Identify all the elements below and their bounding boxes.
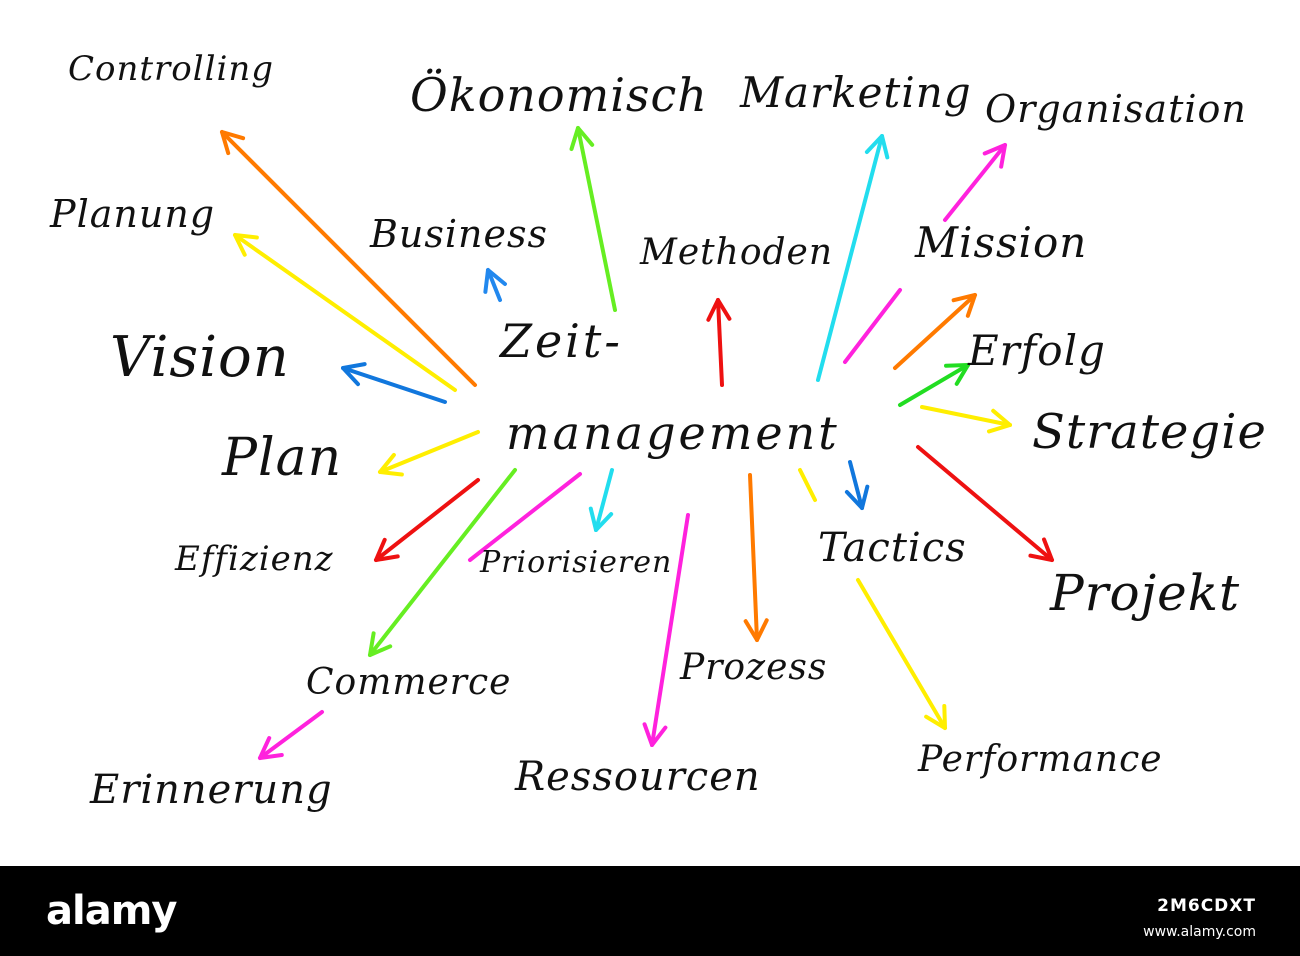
term-methoden: Methoden — [640, 232, 834, 273]
arrow-methoden — [716, 298, 724, 387]
arrows-layer — [220, 126, 1054, 760]
term-prozess: Prozess — [680, 647, 828, 688]
arrow-strategie — [920, 405, 1012, 427]
arrow-business — [486, 268, 502, 302]
term-mission: Mission — [915, 218, 1088, 267]
arrow-performance-head — [924, 704, 947, 730]
arrow-projekt — [916, 445, 1054, 562]
stroke-extra-0 — [798, 468, 817, 502]
term-strategie: Strategie — [1032, 404, 1267, 460]
arrow-mission — [893, 293, 977, 370]
arrow-tactics-head — [844, 484, 870, 510]
arrow-erfolg — [898, 363, 970, 407]
arrow-marketing — [816, 134, 884, 382]
arrow-commerce-head — [368, 631, 393, 657]
arrow-performance — [856, 578, 947, 730]
term-priorisieren: Priorisieren — [480, 545, 673, 580]
term-organisation: Organisation — [985, 87, 1247, 131]
term-effizienz: Effizienz — [175, 539, 334, 579]
term-business: Business — [370, 212, 549, 256]
arrow-prozess — [748, 473, 759, 642]
arrow-tactics — [848, 460, 864, 510]
arrow-erinnerung — [258, 710, 324, 760]
arrow-planung — [233, 233, 457, 392]
term-tactics: Tactics — [818, 525, 967, 571]
arrow-oekonomisch-head — [569, 126, 595, 152]
term-planung: Planung — [50, 192, 216, 236]
watermark-brand: alamy — [46, 888, 177, 934]
watermark-image-id: 2M6CDXT — [1157, 896, 1256, 916]
term-marketing: Marketing — [740, 68, 972, 117]
arrow-plan-head — [378, 452, 404, 477]
arrow-vision-head — [341, 362, 367, 387]
mind-map-canvas: Zeit- management Controlling Ökonomisch Ma… — [50, 49, 1267, 813]
arrow-business-head — [483, 268, 507, 294]
arrow-commerce — [368, 468, 517, 657]
center-term-line1: Zeit- — [500, 314, 623, 368]
arrow-plan — [378, 430, 480, 474]
arrow-priorisieren — [594, 468, 614, 532]
arrow-erinnerung-head — [258, 736, 284, 760]
term-commerce: Commerce — [306, 662, 512, 703]
arrow-controlling-head — [220, 130, 246, 156]
stroke-magenta-sw — [468, 472, 582, 562]
arrow-projekt-head — [1028, 537, 1054, 562]
arrow-priorisieren-head — [588, 506, 614, 532]
watermark-url: www.alamy.com — [1143, 924, 1256, 940]
stroke-magenta-ne — [843, 288, 902, 364]
term-performance: Performance — [918, 739, 1163, 780]
term-erinnerung: Erinnerung — [90, 767, 333, 813]
term-projekt: Projekt — [1050, 564, 1241, 622]
arrow-planung-head — [233, 233, 259, 257]
arrow-mission-head — [951, 293, 977, 318]
term-oekonomisch: Ökonomisch — [410, 68, 708, 122]
arrow-erfolg-head — [944, 363, 970, 386]
arrow-ressourcen — [650, 513, 690, 747]
term-erfolg: Erfolg — [968, 326, 1106, 375]
arrow-organisation — [943, 143, 1007, 222]
arrow-ressourcen-head — [642, 722, 668, 747]
arrow-prozess-head — [743, 618, 769, 642]
term-vision: Vision — [110, 325, 290, 390]
term-controlling: Controlling — [68, 49, 275, 89]
arrow-marketing-head — [864, 134, 890, 160]
arrow-effizienz — [374, 478, 480, 562]
center-term-line2: management — [506, 406, 840, 460]
watermark-bar: alamy 2M6CDXT www.alamy.com — [0, 866, 1300, 956]
term-ressourcen: Ressourcen — [515, 754, 761, 800]
arrow-strategie-head — [986, 408, 1012, 434]
arrow-methoden-head — [706, 298, 732, 322]
arrow-vision — [341, 366, 447, 404]
term-plan: Plan — [222, 428, 343, 488]
arrow-oekonomisch — [576, 126, 617, 312]
arrow-organisation-head — [982, 143, 1007, 169]
arrow-controlling — [220, 130, 477, 387]
arrow-effizienz-head — [374, 537, 400, 562]
